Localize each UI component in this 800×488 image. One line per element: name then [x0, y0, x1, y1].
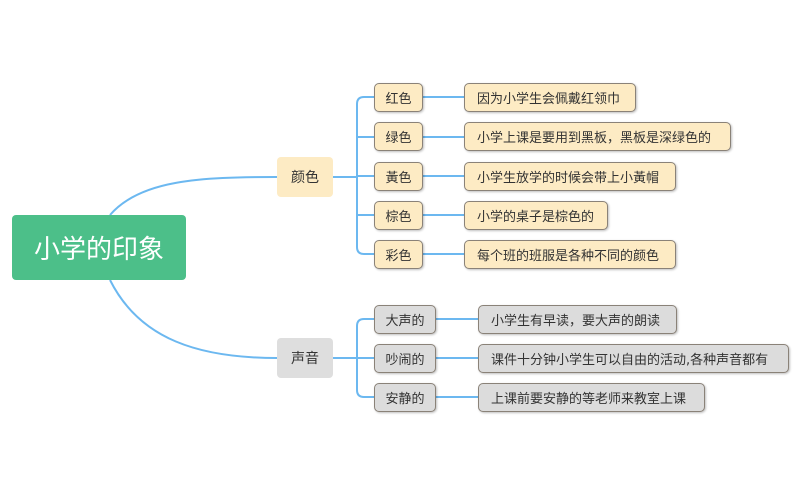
connector-root-sound — [109, 279, 278, 359]
detail-quiet[interactable]: 上课前要安静的等老师来教室上课 — [478, 383, 705, 412]
detail-yellow[interactable]: 小学生放学的时候会带上小黃帽 — [464, 162, 676, 191]
connector-color-details — [423, 96, 464, 255]
root-topic[interactable]: 小学的印象 — [12, 215, 186, 280]
subtopic-green[interactable]: 绿色 — [374, 122, 423, 151]
detail-green[interactable]: 小学上课是要用到黑板，黑板是深绿色的 — [464, 122, 731, 151]
connector-sound-bracket — [333, 318, 374, 398]
topic-sound[interactable]: 声音 — [277, 338, 333, 378]
detail-loud[interactable]: 小学生有早读，要大声的朗读 — [478, 305, 677, 334]
connector-color-bracket — [333, 96, 374, 255]
topic-color[interactable]: 颜色 — [277, 157, 333, 197]
connector-sound-details — [436, 318, 478, 398]
subtopic-noisy[interactable]: 吵闹的 — [374, 344, 436, 373]
subtopic-loud[interactable]: 大声的 — [374, 305, 436, 334]
detail-noisy[interactable]: 课件十分钟小学生可以自由的活动,各种声音都有 — [478, 344, 789, 373]
subtopic-colorful[interactable]: 彩色 — [374, 240, 423, 269]
subtopic-red[interactable]: 红色 — [374, 83, 423, 112]
detail-colorful[interactable]: 每个班的班服是各种不同的颜色 — [464, 240, 676, 269]
subtopic-yellow[interactable]: 黃色 — [374, 162, 423, 191]
connector-root-color — [109, 176, 278, 216]
subtopic-brown[interactable]: 棕色 — [374, 201, 423, 230]
detail-red[interactable]: 因为小学生会佩戴红领巾 — [464, 83, 636, 112]
detail-brown[interactable]: 小学的桌子是棕色的 — [464, 201, 608, 230]
subtopic-quiet[interactable]: 安静的 — [374, 383, 436, 412]
